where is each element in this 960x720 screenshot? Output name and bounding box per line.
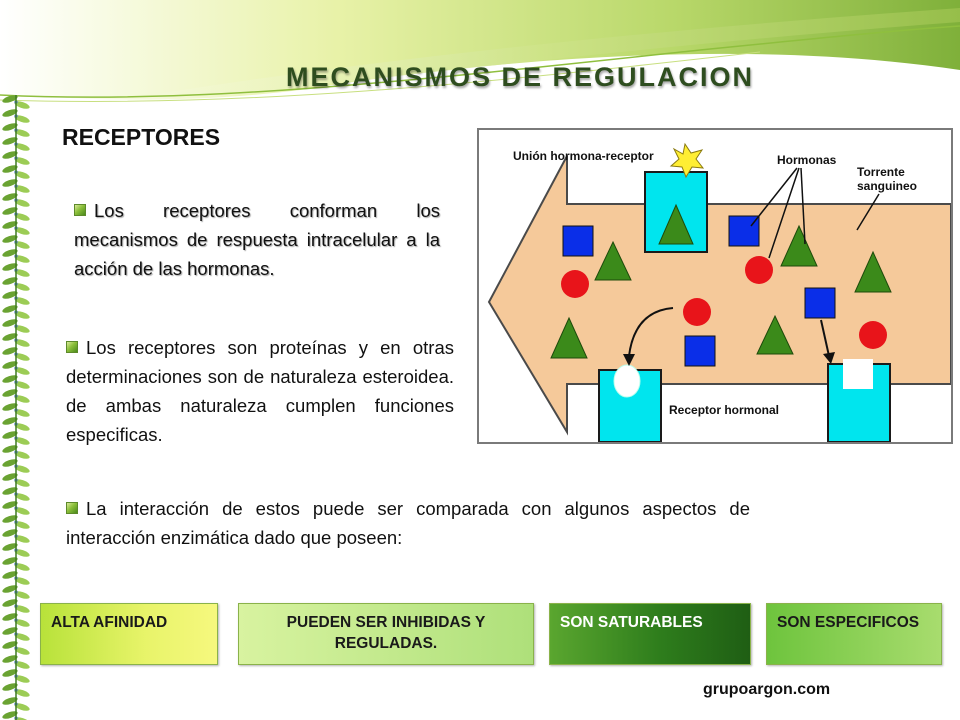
paragraph-text: Los receptores son proteínas y en otras …: [66, 337, 454, 445]
hormone-square: [728, 215, 760, 247]
paragraph-receptores-proteinas: Los receptores son proteínas y en otras …: [66, 333, 454, 449]
label-receptor-hormonal: Receptor hormonal: [669, 403, 779, 417]
down-arrow: [820, 319, 830, 357]
paragraph-receptores-conforman: Los receptores conforman los mecanismos …: [74, 196, 440, 283]
hormonas-pointer: [750, 167, 798, 227]
header-swoosh-decoration: [0, 0, 960, 106]
green-square-bullet-icon: [66, 502, 78, 514]
property-box-alta-afinidad: ALTA AFINIDAD: [40, 603, 218, 665]
hormone-circle: [561, 270, 589, 298]
hormone-circle: [745, 256, 773, 284]
hormone-triangle: [594, 240, 632, 281]
label-hormonas: Hormonas: [777, 153, 837, 167]
property-box-inhibidas-reguladas: PUEDEN SER INHIBIDAS Y REGULADAS.: [238, 603, 534, 665]
receptor-site-square: [843, 359, 873, 389]
property-box-saturables: SON SATURABLES: [549, 603, 751, 665]
hormone-triangle: [780, 224, 818, 267]
curved-arrow-head: [623, 354, 635, 366]
hormone-receptor-diagram: Unión hormona-receptor Hormonas Torrente…: [477, 128, 953, 444]
label-torrente: Torrente: [857, 165, 905, 179]
footer-source: grupoargon.com: [703, 681, 831, 698]
hormonas-pointer: [768, 167, 800, 259]
triangle-in-receptor: [658, 203, 694, 245]
page-title: MECANISMOS DE REGULACION: [285, 62, 755, 92]
paragraph-interaccion: La interacción de estos puede ser compar…: [66, 494, 750, 552]
property-box-especificos: SON ESPECIFICOS: [766, 603, 942, 665]
hormone-square: [684, 335, 716, 367]
hormone-square: [804, 287, 836, 319]
paragraph-text: La interacción de estos puede ser compar…: [66, 498, 750, 548]
hormone-triangle: [550, 316, 588, 359]
receptor-site-circle: [613, 364, 641, 398]
torrente-pointer: [856, 193, 880, 231]
down-arrow-head: [823, 352, 835, 364]
section-subtitle: RECEPTORES: [62, 124, 221, 150]
green-square-bullet-icon: [74, 204, 86, 216]
hormone-circle: [859, 321, 887, 349]
curved-arrow-icon: [628, 307, 674, 357]
diagram-canvas: Unión hormona-receptor Hormonas Torrente…: [487, 142, 951, 442]
left-vine-decoration: [0, 95, 34, 720]
hormone-triangle: [854, 250, 892, 293]
green-square-bullet-icon: [66, 341, 78, 353]
hormone-square: [562, 225, 594, 257]
binding-star-icon: [669, 142, 705, 179]
hormone-triangle: [756, 314, 794, 355]
label-union-hormona-receptor: Unión hormona-receptor: [513, 149, 654, 163]
hormone-circle: [683, 298, 711, 326]
hormonas-pointer: [800, 167, 806, 245]
label-sanguineo: sanguineo: [857, 179, 917, 193]
paragraph-text: Los receptores conforman los mecanismos …: [74, 200, 440, 279]
